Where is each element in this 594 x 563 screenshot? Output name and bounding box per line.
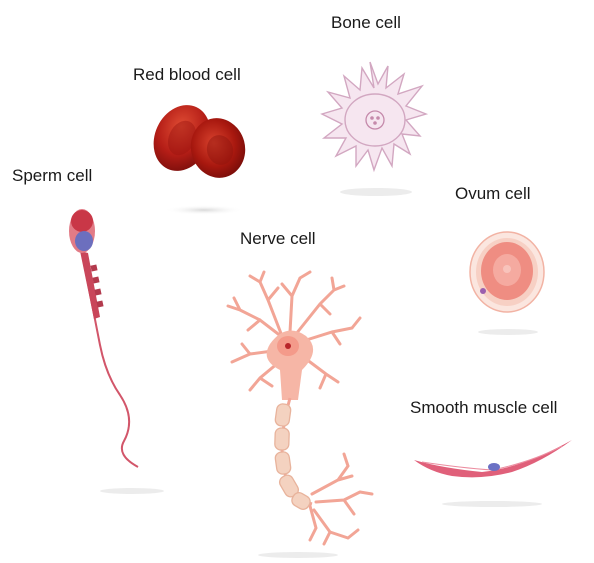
sperm-cell-illustration — [58, 205, 168, 500]
nerve-cell-illustration — [220, 270, 385, 560]
smooth-muscle-cell-illustration — [412, 432, 577, 512]
ovum-cell-illustration — [462, 228, 552, 338]
ovum-cell-label: Ovum cell — [455, 184, 531, 204]
sperm-cell-label: Sperm cell — [12, 166, 92, 186]
smooth-muscle-cell-label: Smooth muscle cell — [410, 398, 557, 418]
red-blood-cell-illustration — [148, 98, 252, 218]
nerve-cell-label: Nerve cell — [240, 229, 316, 249]
bone-cell-illustration — [318, 58, 430, 198]
bone-cell-label: Bone cell — [331, 13, 401, 33]
red-blood-cell-label: Red blood cell — [133, 65, 241, 85]
